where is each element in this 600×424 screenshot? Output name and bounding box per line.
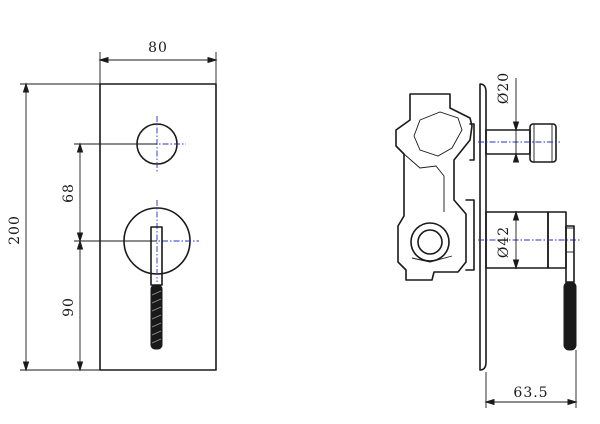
inlet-port (410, 222, 450, 262)
lever-grip-side (563, 281, 577, 351)
dim-lower-offset-label: 90 (61, 297, 77, 317)
cartridge-stem (465, 199, 475, 271)
wall-plate-profile (479, 83, 487, 371)
dim-plate-width: 80 (98, 40, 218, 84)
small-knob-cap (529, 123, 557, 163)
dim-plate-height: 200 (7, 82, 100, 372)
inlet-port-inner (417, 229, 443, 255)
valve-body-inner (413, 111, 463, 157)
lever-handle (150, 226, 163, 286)
dim-upper-offset: 68 (61, 142, 157, 243)
dim-lower-offset: 90 (61, 239, 84, 372)
lever-knurl (151, 290, 162, 344)
dim-small-diameter-label: Ø20 (496, 72, 512, 104)
small-spindle (469, 123, 475, 161)
valve-body (395, 93, 473, 281)
dim-depth: 63.5 (484, 350, 578, 408)
dim-plate-width-label: 80 (148, 40, 168, 56)
dim-upper-offset-label: 68 (61, 183, 77, 203)
dim-plate-height-label: 200 (7, 215, 23, 245)
dim-small-diameter: Ø20 (496, 72, 520, 163)
dim-large-diameter: Ø42 (496, 210, 520, 270)
dim-depth-label: 63.5 (513, 385, 548, 401)
cover-plate (99, 83, 217, 371)
dim-large-diameter-label: Ø42 (496, 226, 512, 258)
front-view: 80 200 68 90 (7, 40, 218, 372)
lever-side (565, 225, 575, 283)
side-view: Ø20 Ø42 63.5 (395, 72, 580, 408)
